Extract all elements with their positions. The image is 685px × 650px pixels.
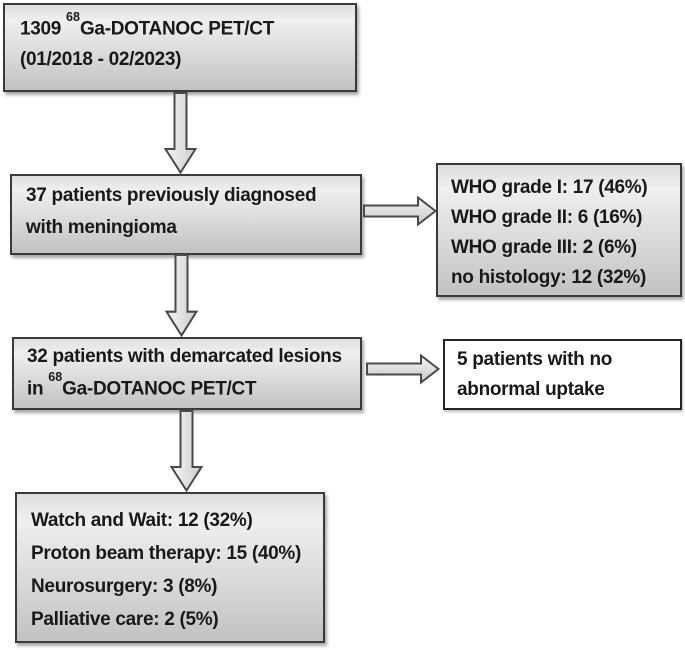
box-lesions-line1: 32 patients with demarcated lesions xyxy=(27,346,342,367)
isotope-superscript: 68 xyxy=(66,10,80,24)
management-neurosurgery: Neurosurgery: 3 (8%) xyxy=(31,576,218,597)
box-no-uptake: 5 patients with no abnormal uptake xyxy=(443,339,682,410)
who-grade-2: WHO grade II: 6 (16%) xyxy=(451,207,643,228)
box-total-scans: 1309 68Ga-DOTANOC PET/CT (01/2018 - 02/2… xyxy=(3,3,357,92)
box-who-grades: WHO grade I: 17 (46%) WHO grade II: 6 (1… xyxy=(436,163,682,297)
who-grade-3: WHO grade III: 2 (6%) xyxy=(451,237,637,258)
who-grade-1: WHO grade I: 17 (46%) xyxy=(451,177,648,198)
box-management: Watch and Wait: 12 (32%) Proton beam the… xyxy=(15,492,325,643)
box-total-scans-line1: 1309 68Ga-DOTANOC PET/CT xyxy=(20,10,275,40)
down-arrow-1 xyxy=(163,92,198,175)
management-watch-wait: Watch and Wait: 12 (32%) xyxy=(31,510,253,531)
box-diagnosed: 37 patients previously diagnosed with me… xyxy=(10,174,362,255)
box-no-uptake-line1: 5 patients with no xyxy=(457,349,613,370)
box-diagnosed-line2: with meningioma xyxy=(26,217,177,238)
management-proton-beam: Proton beam therapy: 15 (40%) xyxy=(31,543,302,564)
box-diagnosed-line1: 37 patients previously diagnosed xyxy=(26,185,317,206)
right-arrow-2 xyxy=(366,353,441,385)
isotope-superscript: 68 xyxy=(48,370,63,384)
box-lesions-line2: in 68Ga-DOTANOC PET/CT xyxy=(27,370,257,400)
box-lesions: 32 patients with demarcated lesions in 6… xyxy=(12,337,362,410)
down-arrow-3 xyxy=(169,410,204,493)
box-total-scans-line2: (01/2018 - 02/2023) xyxy=(20,49,182,71)
who-no-histology: no histology: 12 (32%) xyxy=(451,267,647,288)
box-no-uptake-line2: abnormal uptake xyxy=(457,379,605,400)
management-palliative: Palliative care: 2 (5%) xyxy=(31,609,219,630)
right-arrow-1 xyxy=(363,195,438,227)
down-arrow-2 xyxy=(164,254,199,338)
